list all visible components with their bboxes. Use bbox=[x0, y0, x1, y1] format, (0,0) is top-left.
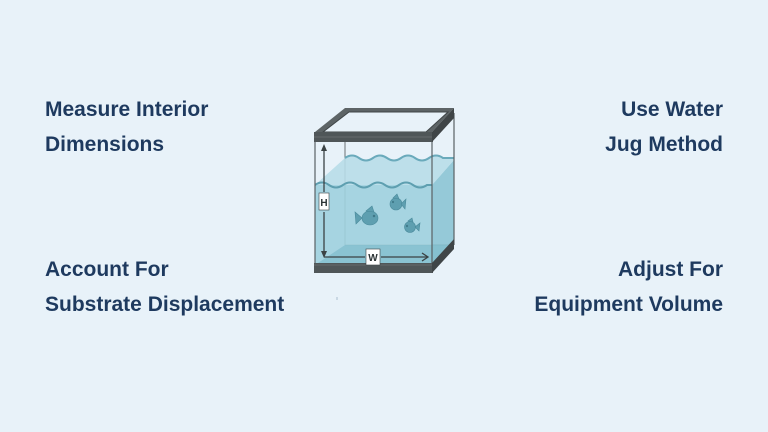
tip-line-2: Equipment Volume bbox=[534, 293, 723, 316]
fish-icon bbox=[404, 217, 421, 233]
height-dimension-arrow bbox=[321, 144, 430, 262]
tip-adjust-for-equipment-volume: Adjust For Equipment Volume bbox=[534, 252, 723, 322]
width-label: W bbox=[368, 253, 378, 264]
tip-line-1: Measure Interior bbox=[45, 98, 209, 121]
aquarium-tank-illustration: H W bbox=[314, 108, 455, 273]
tip-line-1: Use Water bbox=[621, 98, 723, 121]
tip-line-2: Substrate Displacement bbox=[45, 293, 285, 316]
tip-account-for-substrate-displacement: Account For Substrate Displacement bbox=[45, 252, 284, 322]
tank-top-frame bbox=[314, 108, 454, 142]
tip-line-1: Account For bbox=[45, 258, 169, 281]
tip-line-2: Dimensions bbox=[45, 133, 165, 156]
tip-line-2: Jug Method bbox=[605, 133, 723, 156]
height-label: H bbox=[320, 198, 327, 209]
tip-measure-interior-dimensions: Measure Interior Dimensions bbox=[45, 92, 208, 162]
fish-icon bbox=[389, 193, 407, 211]
water-icon bbox=[314, 154, 454, 265]
fish-icon bbox=[354, 205, 379, 226]
tip-use-water-jug-method: Use Water Jug Method bbox=[605, 92, 723, 162]
tank-front-glass bbox=[314, 113, 455, 265]
tip-line-1: Adjust For bbox=[618, 258, 723, 281]
image-artifact bbox=[336, 297, 338, 300]
